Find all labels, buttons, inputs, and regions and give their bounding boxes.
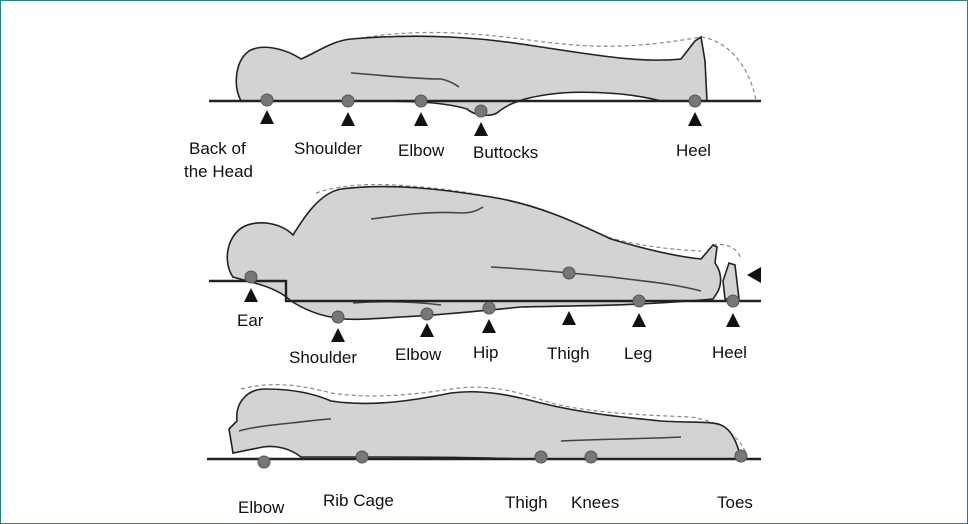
dot-heel-1 bbox=[689, 95, 701, 107]
label-buttocks: Buttocks bbox=[473, 143, 538, 162]
marker-shoulder-1 bbox=[341, 112, 355, 126]
dot-elbow-1 bbox=[415, 95, 427, 107]
dot-knees bbox=[585, 451, 597, 463]
prone-body bbox=[229, 389, 741, 459]
marker-heel-2 bbox=[726, 313, 740, 327]
marker-elbow-1 bbox=[414, 112, 428, 126]
marker-thigh-2 bbox=[562, 311, 576, 325]
dot-back-of-head bbox=[261, 94, 273, 106]
marker-buttocks bbox=[474, 122, 488, 136]
label-shoulder-2: Shoulder bbox=[289, 348, 357, 367]
label-toes: Toes bbox=[717, 493, 753, 512]
dot-thigh-2 bbox=[563, 267, 575, 279]
dot-rib-cage bbox=[356, 451, 368, 463]
figure-supine: Back of the Head Shoulder Elbow Buttocks… bbox=[184, 33, 761, 182]
label-thigh-3: Thigh bbox=[505, 493, 548, 512]
figure-prone: Elbow Rib Cage Thigh Knees Toes bbox=[207, 385, 761, 517]
label-knees: Knees bbox=[571, 493, 619, 512]
figure-side-lying: Ear Shoulder Elbow Hip Thigh Leg Heel bbox=[209, 185, 761, 367]
supine-body bbox=[236, 36, 707, 115]
label-shoulder-1: Shoulder bbox=[294, 139, 362, 158]
label-leg: Leg bbox=[624, 344, 652, 363]
label-heel-1: Heel bbox=[676, 141, 711, 160]
label-ear: Ear bbox=[237, 311, 264, 330]
dot-ear bbox=[245, 271, 257, 283]
marker-shoulder-2 bbox=[331, 328, 345, 342]
label-thigh-2: Thigh bbox=[547, 344, 590, 363]
marker-ear bbox=[244, 288, 258, 302]
marker-heel-1 bbox=[688, 112, 702, 126]
marker-back-of-head bbox=[260, 110, 274, 124]
dot-toes bbox=[735, 450, 747, 462]
side-body bbox=[227, 187, 720, 320]
label-elbow-1: Elbow bbox=[398, 141, 445, 160]
marker-leg bbox=[632, 313, 646, 327]
label-rib-cage: Rib Cage bbox=[323, 491, 394, 510]
label-hip: Hip bbox=[473, 343, 499, 362]
marker-elbow-2 bbox=[420, 323, 434, 337]
dot-shoulder-1 bbox=[342, 95, 354, 107]
dot-buttocks bbox=[475, 105, 487, 117]
label-elbow-2: Elbow bbox=[395, 345, 442, 364]
label-the-head: the Head bbox=[184, 162, 253, 181]
dot-shoulder-2 bbox=[332, 311, 344, 323]
dot-thigh-3 bbox=[535, 451, 547, 463]
dot-elbow-2 bbox=[421, 308, 433, 320]
dot-hip bbox=[483, 302, 495, 314]
label-back-of: Back of bbox=[189, 139, 246, 158]
dot-elbow-3 bbox=[258, 456, 270, 468]
dot-heel-2 bbox=[727, 295, 739, 307]
dot-leg bbox=[633, 295, 645, 307]
label-elbow-3: Elbow bbox=[238, 498, 285, 517]
marker-side-pointer bbox=[747, 267, 761, 283]
label-heel-2: Heel bbox=[712, 343, 747, 362]
marker-hip bbox=[482, 319, 496, 333]
side-foot-top bbox=[723, 263, 739, 299]
